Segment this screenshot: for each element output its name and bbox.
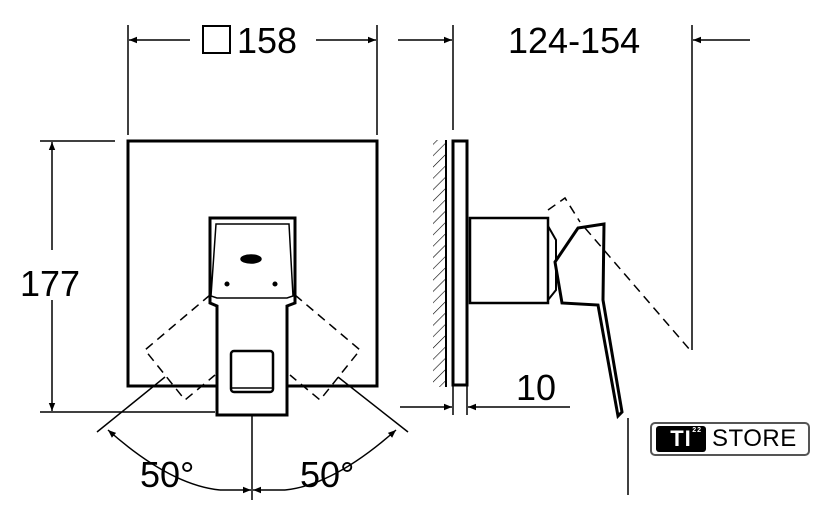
side-view — [433, 139, 691, 495]
height-dimension — [40, 140, 215, 413]
logo-name: STORE — [712, 425, 797, 452]
offset-label: 10 — [516, 367, 556, 408]
angle-dimensions — [96, 376, 409, 500]
width-dimension — [127, 25, 378, 135]
height-label: 177 — [20, 263, 80, 304]
handle-rotation-outlines — [143, 294, 362, 402]
front-handle — [208, 216, 297, 417]
depth-dimension — [398, 25, 750, 350]
width-label: 158 — [237, 20, 297, 61]
angle-right-label: 50° — [300, 454, 354, 495]
angle-left-label: 50° — [140, 454, 194, 495]
depth-label: 124-154 — [508, 20, 640, 61]
plate-offset-dimension — [400, 385, 570, 415]
logo-mark-text: TI — [670, 426, 692, 451]
logo-superscript: 22 — [692, 427, 702, 434]
